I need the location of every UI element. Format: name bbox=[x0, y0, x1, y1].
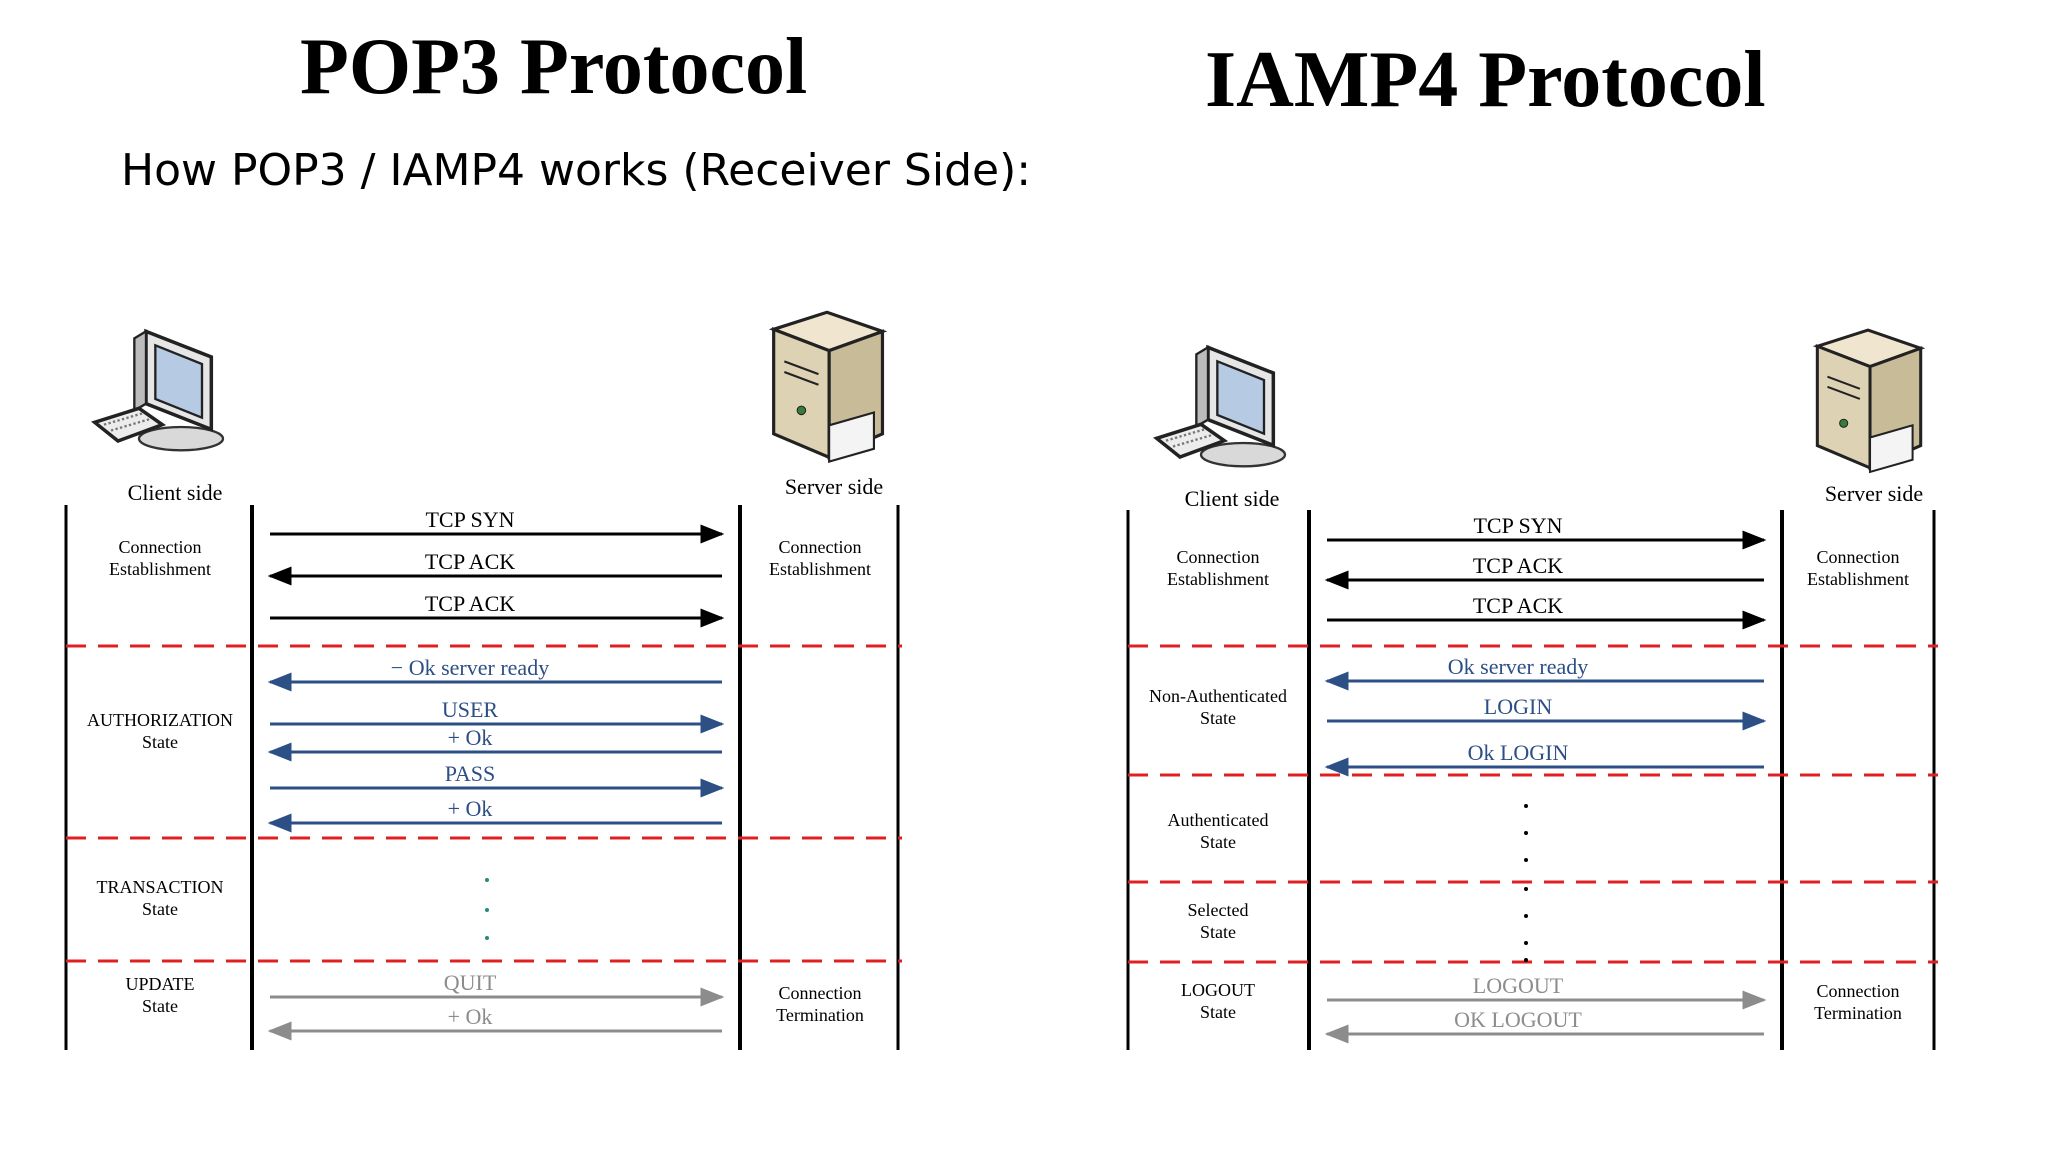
pop3-message-label: USER bbox=[442, 697, 499, 722]
slide-subtitle: How POP3 / IAMP4 works (Receiver Side): bbox=[121, 145, 1032, 196]
pop3-message-label: PASS bbox=[445, 761, 496, 786]
imap4-server-label: Server side bbox=[1825, 481, 1923, 506]
pop3-message-label: TCP ACK bbox=[425, 591, 515, 616]
pop3-message-label: TCP ACK bbox=[425, 549, 515, 574]
imap4-title: IAMP4 Protocol bbox=[1205, 36, 1766, 124]
imap4-message-label: Ok server ready bbox=[1448, 654, 1589, 679]
imap4-ellipsis-dot bbox=[1524, 887, 1528, 891]
desktop-computer-icon bbox=[95, 331, 223, 450]
pop3-title: POP3 Protocol bbox=[300, 23, 808, 111]
desktop-computer-icon bbox=[1157, 347, 1285, 466]
pop3-message-label: QUIT bbox=[444, 970, 497, 995]
imap4-message-label: TCP SYN bbox=[1473, 513, 1562, 538]
imap4-ellipsis-dot bbox=[1524, 804, 1528, 808]
imap4-message-label: LOGOUT bbox=[1473, 973, 1564, 998]
pop3-message-label: TCP SYN bbox=[425, 507, 514, 532]
pop3-ellipsis-dot bbox=[485, 908, 489, 912]
imap4-message-label: TCP ACK bbox=[1473, 593, 1563, 618]
imap4-ellipsis-dot bbox=[1524, 914, 1528, 918]
server-tower-icon bbox=[1815, 328, 1923, 474]
pop3-ellipsis-dot bbox=[485, 936, 489, 940]
imap4-ellipsis-dot bbox=[1524, 858, 1528, 862]
imap4-ellipsis-dot bbox=[1524, 941, 1528, 945]
server-tower-icon bbox=[772, 310, 885, 464]
imap4-ellipsis-dot bbox=[1524, 958, 1528, 962]
imap4-message-label: OK LOGOUT bbox=[1454, 1007, 1582, 1032]
pop3-message-label: − Ok server ready bbox=[391, 655, 549, 680]
imap4-message-label: LOGIN bbox=[1484, 694, 1553, 719]
imap4-client-label: Client side bbox=[1185, 486, 1280, 511]
pop3-client-label: Client side bbox=[128, 480, 223, 505]
pop3-message-label: + Ok bbox=[448, 796, 493, 821]
imap4-message-label: TCP ACK bbox=[1473, 553, 1563, 578]
imap4-message-label: Ok LOGIN bbox=[1468, 740, 1569, 765]
pop3-ellipsis-dot bbox=[485, 878, 489, 882]
pop3-message-label: + Ok bbox=[448, 725, 493, 750]
pop3-message-label: + Ok bbox=[448, 1004, 493, 1029]
imap4-ellipsis-dot bbox=[1524, 831, 1528, 835]
pop3-server-label: Server side bbox=[785, 474, 883, 499]
